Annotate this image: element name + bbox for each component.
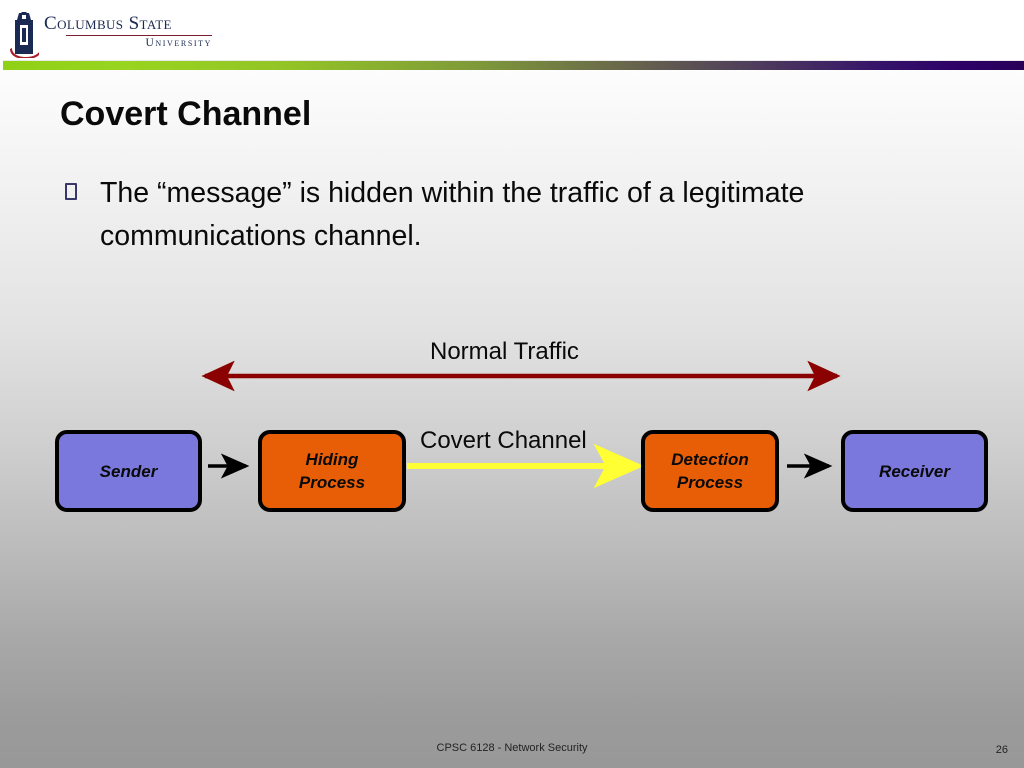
node-sender[interactable]: Sender [55, 430, 202, 512]
node-detection-process-label-line2: Process [676, 473, 744, 492]
header-gradient-stripe [3, 60, 1024, 70]
covert-channel-label: Covert Channel [420, 427, 587, 454]
logo-wordmark-line1: Columbus State [44, 13, 172, 34]
node-hiding-process-label-line2: Process [298, 473, 366, 492]
bullet-list-item: The “message” is hidden within the traff… [62, 172, 942, 258]
node-hiding-process-label-line1: Hiding [305, 450, 359, 469]
node-hiding-process[interactable]: Hiding Process [258, 430, 406, 512]
hollow-square-bullet-icon [62, 182, 84, 204]
slide-header: Columbus State University [0, 0, 1024, 70]
bullet-text: The “message” is hidden within the traff… [100, 177, 805, 252]
node-receiver-label: Receiver [879, 461, 950, 481]
node-hiding-process-label: Hiding Process [293, 448, 371, 494]
normal-traffic-label: Normal Traffic [430, 338, 579, 365]
node-detection-process-label: Detection Process [665, 448, 754, 494]
node-sender-label: Sender [99, 461, 158, 481]
logo-wordmark: Columbus State University [44, 14, 214, 50]
node-detection-process-label-line1: Detection [671, 450, 749, 469]
page-number: 26 [995, 744, 1008, 756]
columbus-state-university-logo: Columbus State University [8, 6, 218, 60]
node-detection-process[interactable]: Detection Process [641, 430, 779, 512]
node-receiver[interactable]: Receiver [841, 430, 988, 512]
footer-course-label: CPSC 6128 - Network Security [436, 742, 588, 754]
columbus-state-tower-shield-icon [10, 8, 39, 58]
logo-wordmark-line2: University [145, 37, 212, 49]
page-title: Covert Channel [60, 95, 312, 133]
logo-wordmark-rule [66, 35, 212, 36]
